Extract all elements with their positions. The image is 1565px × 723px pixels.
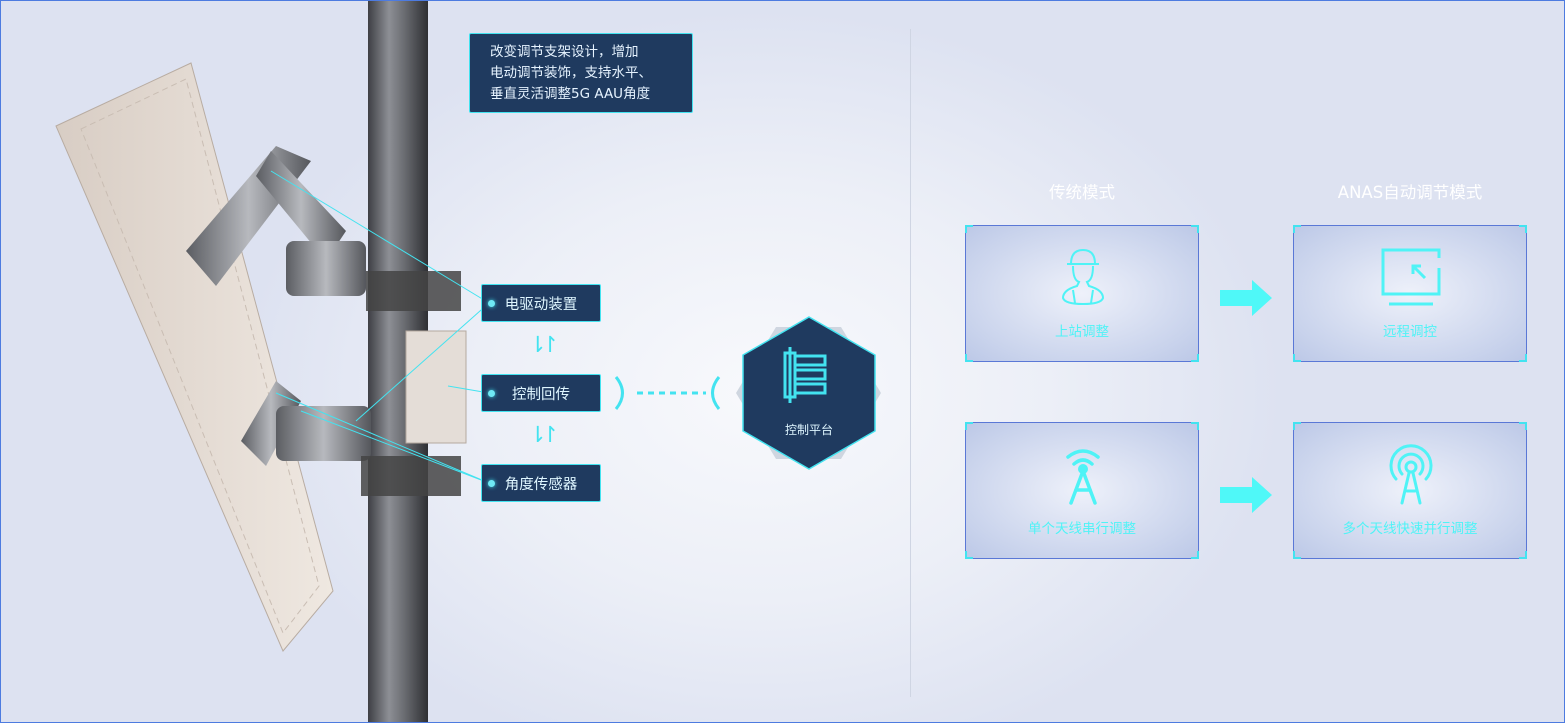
control-box <box>405 330 467 444</box>
card-label: 多个天线快速并行调整 <box>1342 521 1478 537</box>
traditional-title: 传统模式 <box>1049 183 1115 202</box>
card-label: 单个天线串行调整 <box>1028 521 1136 537</box>
component-label: 控制回传 <box>512 386 570 403</box>
card-single-antenna: 单个天线串行调整 <box>965 422 1199 559</box>
component-angle-sensor: 角度传感器 <box>481 464 601 502</box>
arrow-right-icon <box>1220 280 1272 316</box>
info-line: 改变调节支架设计，增加 <box>490 44 639 60</box>
bidirectional-arrow-icon: ⇂↾ <box>528 423 560 448</box>
card-multi-antenna: 多个天线快速并行调整 <box>1293 422 1527 559</box>
connector-dot <box>488 390 495 397</box>
aau-panel <box>55 62 334 652</box>
component-control-backhaul: 控制回传 <box>481 374 601 412</box>
arrow-right-icon <box>1220 477 1272 513</box>
single-tower-icon <box>1066 449 1100 505</box>
lower-bracket <box>241 381 301 466</box>
worker-icon <box>1061 248 1105 306</box>
signal-link <box>614 376 721 410</box>
connector-dot <box>488 480 495 487</box>
card-label: 远程调控 <box>1383 324 1437 340</box>
platform-label: 控制平台 <box>784 423 833 437</box>
divider <box>910 29 911 697</box>
connector-dot <box>488 300 495 307</box>
card-onsite-adjust: 上站调整 <box>965 225 1199 362</box>
bidirectional-arrow-icon: ⇂↾ <box>528 333 560 358</box>
component-electric-drive: 电驱动装置 <box>481 284 601 322</box>
anas-title: ANAS自动调节模式 <box>1337 183 1483 202</box>
multi-tower-icon <box>1389 444 1433 505</box>
info-line: 垂直灵活调整5G AAU角度 <box>490 86 651 102</box>
component-label: 电驱动装置 <box>504 296 578 313</box>
card-label: 上站调整 <box>1055 324 1109 340</box>
component-label: 角度传感器 <box>504 476 578 493</box>
remote-monitor-icon <box>1381 248 1441 306</box>
info-line: 电动调节装饰，支持水平、 <box>490 65 652 81</box>
platform-icon <box>783 347 827 403</box>
card-remote-control: 远程调控 <box>1293 225 1527 362</box>
info-box: 改变调节支架设计，增加 电动调节装饰，支持水平、 垂直灵活调整5G AAU角度 <box>469 33 693 113</box>
